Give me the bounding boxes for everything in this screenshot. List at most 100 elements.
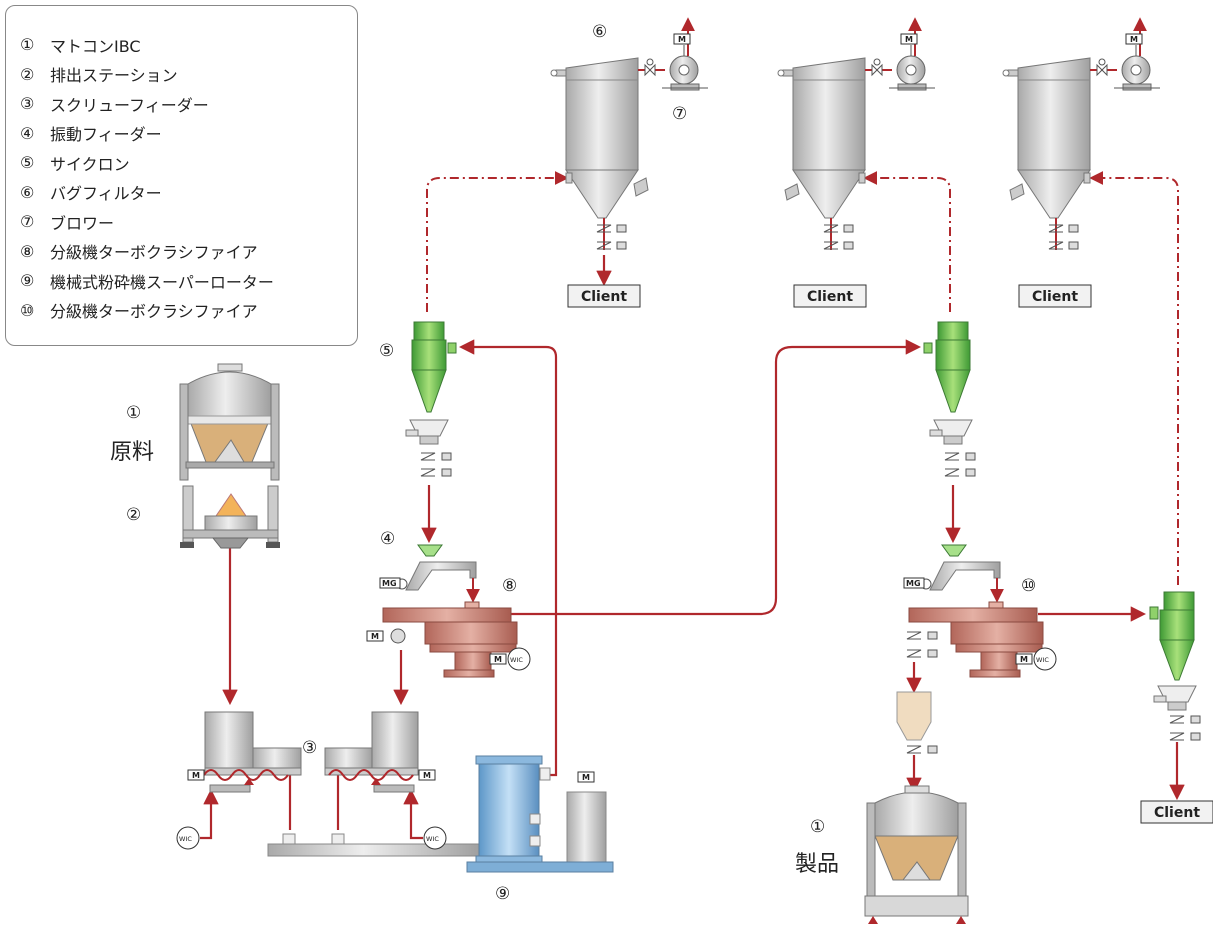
discharge-station — [180, 486, 280, 548]
motor-tag-blower-2: M — [901, 34, 917, 44]
wic-tag-screw-2: WIC — [424, 827, 446, 849]
legend-num: ⑨ — [20, 271, 50, 290]
vib-feeder-1 — [397, 545, 476, 600]
bag-filter-3 — [1003, 58, 1090, 218]
ibc-product — [865, 786, 968, 924]
legend-label: サイクロン — [50, 151, 130, 175]
svg-text:M: M — [371, 632, 379, 641]
label-raw-num: ① — [126, 403, 141, 423]
blower-3 — [1090, 20, 1160, 90]
line-mill-to-cyclone1 — [462, 347, 556, 775]
svg-text:MG: MG — [906, 579, 921, 588]
legend-num: ① — [20, 35, 50, 54]
pipe-nozzle-2 — [332, 834, 344, 844]
legend-label: 排出ステーション — [50, 62, 178, 86]
air-cyclone3-to-bag3 — [1092, 178, 1178, 585]
legend-label: ブロワー — [50, 210, 114, 234]
label-mill-num: ⑨ — [495, 884, 510, 904]
client-box-2: Client — [794, 285, 866, 307]
motor-tag-screw-1: M — [188, 770, 204, 780]
label-screw-num: ③ — [302, 738, 317, 758]
label-station-num: ② — [126, 505, 141, 525]
svg-text:M: M — [905, 35, 913, 44]
legend-num: ④ — [20, 124, 50, 143]
legend-label: 機械式粉砕機スーパーローター — [50, 269, 274, 293]
legend-num: ② — [20, 65, 50, 84]
svg-text:MG: MG — [382, 579, 397, 588]
product-hopper — [897, 692, 931, 740]
legend-label: マトコンIBC — [50, 33, 141, 57]
svg-text:M: M — [192, 771, 200, 780]
legend-label: スクリューフィーダー — [50, 92, 209, 116]
wic-tag-screw-1: WIC — [177, 827, 199, 849]
vib-feeder-2 — [921, 545, 1000, 600]
mill-inlet-pipe — [268, 844, 480, 856]
legend-label: 分級機ターボクラシファイア — [50, 239, 258, 263]
cyclone-3 — [1150, 592, 1196, 710]
label-cls2-num: ⑩ — [1021, 576, 1036, 596]
legend-label: バグフィルター — [50, 180, 162, 204]
label-raw-text: 原料 — [110, 440, 154, 465]
label-bag-num: ⑥ — [592, 22, 607, 42]
classifier-1 — [383, 602, 517, 677]
legend-label: 振動フィーダー — [50, 121, 162, 145]
svg-text:M: M — [582, 773, 590, 782]
legend-num: ⑩ — [20, 301, 50, 320]
pipe-nozzle-1 — [283, 834, 295, 844]
legend-num: ⑧ — [20, 242, 50, 261]
label-blower-num: ⑦ — [672, 104, 687, 124]
legend-num: ⑤ — [20, 153, 50, 172]
cyclone-1 — [406, 322, 456, 444]
motor-tag-blower-1: M — [674, 34, 690, 44]
ibc-raw — [180, 364, 279, 480]
motor-tag-cls1-valve: M — [367, 631, 383, 641]
line-cls1-to-cyclone2 — [511, 347, 918, 614]
motor-tag-cls1: M — [490, 654, 506, 664]
mg-tag-vib-2: MG — [904, 578, 924, 588]
legend-item: ②排出ステーション — [20, 60, 274, 90]
wic-tag-cls2: WIC — [1034, 648, 1056, 670]
air-lines — [427, 178, 1178, 585]
svg-text:WIC: WIC — [179, 835, 192, 843]
svg-text:M: M — [494, 655, 502, 664]
svg-text:Client: Client — [581, 289, 627, 305]
svg-text:WIC: WIC — [510, 656, 523, 664]
label-vib-num: ④ — [380, 529, 395, 549]
svg-text:M: M — [1130, 35, 1138, 44]
label-cyclone-num: ⑤ — [379, 341, 394, 361]
svg-text:M: M — [423, 771, 431, 780]
svg-text:Client: Client — [1154, 805, 1200, 821]
line-wic1 — [200, 792, 211, 838]
cyclone-valves — [421, 453, 1200, 753]
screw-feeder-1 — [204, 712, 301, 792]
legend-item: ⑦ブロワー — [20, 207, 274, 237]
motor-tag-mill: M — [578, 772, 594, 782]
motor-tag-screw-2: M — [419, 770, 435, 780]
label-prod-text: 製品 — [795, 852, 839, 877]
cyclone-2 — [924, 322, 972, 444]
label-cls1-num: ⑧ — [502, 576, 517, 596]
legend-num: ⑥ — [20, 183, 50, 202]
line-wic2 — [411, 792, 423, 838]
air-cyclone2-to-bag2 — [866, 178, 950, 312]
motor-tag-blower-3: M — [1126, 34, 1142, 44]
svg-text:Client: Client — [1032, 289, 1078, 305]
bag-filter-2 — [778, 58, 865, 218]
client-box-3: Client — [1019, 285, 1091, 307]
svg-text:WIC: WIC — [1036, 656, 1049, 664]
svg-text:WIC: WIC — [426, 835, 439, 843]
legend-label: 分級機ターボクラシファイア — [50, 298, 258, 322]
motor-tag-cls2: M — [1016, 654, 1032, 664]
legend-num: ⑦ — [20, 212, 50, 231]
air-cyclone1-to-bag1 — [427, 178, 566, 312]
wic-tag-cls1: WIC — [508, 648, 530, 670]
bag-filter-1 — [551, 58, 648, 218]
svg-text:Client: Client — [807, 289, 853, 305]
blower-1 — [638, 20, 708, 90]
